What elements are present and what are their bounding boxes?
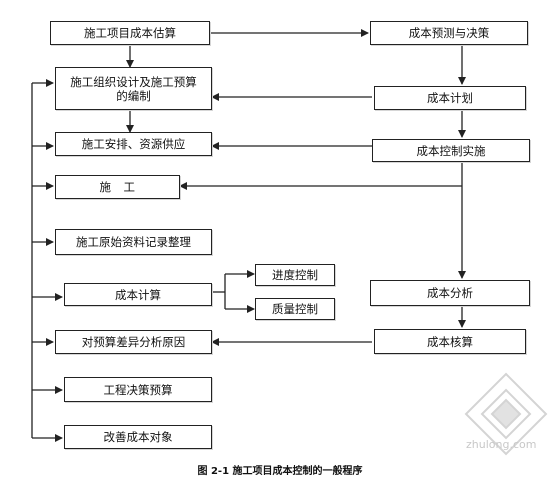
box-cost-forecast-decision: 成本预测与决策 (370, 21, 528, 45)
box-improve-cost-object-label: 改善成本对象 (103, 430, 173, 444)
box-decision-budget-label: 工程决策预算 (103, 382, 173, 397)
box-construction-label: 施 工 (99, 180, 136, 194)
box-cost-analysis: 成本分析 (370, 280, 530, 306)
box-cost-forecast-decision-label: 成本预测与决策 (408, 26, 490, 40)
box-progress-control-label: 进度控制 (272, 268, 318, 282)
box-cost-control-implementation-label: 成本控制实施 (416, 143, 486, 158)
box-variance-analysis: 对预算差异分析原因 (55, 330, 212, 354)
box-variance-analysis-label: 对预算差异分析原因 (81, 335, 186, 349)
box-design-and-budget: 施工组织设计及施工预算 的编制 (55, 67, 212, 110)
box-records-organizing-label: 施工原始资料记录整理 (76, 235, 191, 249)
box-cost-estimate-label: 施工项目成本估算 (84, 26, 176, 40)
box-cost-control-implementation: 成本控制实施 (372, 139, 530, 162)
box-cost-calculation-label: 成本计算 (115, 287, 161, 302)
watermark-text: zhulong.com (466, 438, 537, 451)
box-design-and-budget-line1: 施工组织设计及施工预算 (70, 74, 197, 89)
box-cost-estimate: 施工项目成本估算 (50, 21, 210, 45)
box-construction: 施 工 (55, 175, 180, 199)
box-design-and-budget-line2: 的编制 (116, 88, 151, 103)
box-cost-accounting-label: 成本核算 (427, 334, 473, 349)
box-improve-cost-object: 改善成本对象 (64, 425, 212, 449)
box-cost-analysis-label: 成本分析 (427, 286, 473, 300)
box-arrangement-and-supply: 施工安排、资源供应 (55, 132, 212, 156)
box-cost-calculation: 成本计算 (64, 283, 212, 306)
box-quality-control: 质量控制 (255, 298, 335, 320)
box-cost-accounting: 成本核算 (374, 329, 526, 354)
box-cost-plan: 成本计划 (374, 86, 526, 110)
figure-caption: 图 2-1 施工项目成本控制的一般程序 (197, 466, 363, 477)
box-decision-budget: 工程决策预算 (64, 377, 212, 402)
box-arrangement-and-supply-label: 施工安排、资源供应 (81, 137, 186, 151)
box-progress-control: 进度控制 (255, 264, 335, 286)
box-records-organizing: 施工原始资料记录整理 (55, 229, 212, 255)
box-cost-plan-label: 成本计划 (427, 91, 473, 105)
box-quality-control-label: 质量控制 (272, 302, 318, 316)
